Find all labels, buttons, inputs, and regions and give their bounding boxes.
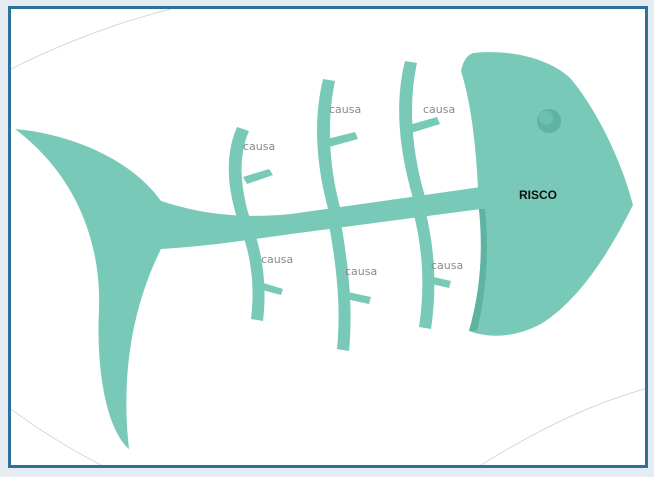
rib-top-1-twig <box>243 169 273 184</box>
fish-spine <box>161 187 481 249</box>
rib-top-2-twig <box>327 132 358 147</box>
cause-label-bottom-1: causa <box>261 253 293 266</box>
cause-label-bottom-2: causa <box>345 265 377 278</box>
rib-top-3-twig <box>409 117 440 133</box>
cause-label-top-2: causa <box>329 103 361 116</box>
cause-label-top-3: causa <box>423 103 455 116</box>
risk-label: RISCO <box>519 188 557 202</box>
fish-tail <box>15 129 189 449</box>
fish-eye-highlight <box>539 111 553 125</box>
rib-top-2 <box>317 79 343 219</box>
rib-bottom-2 <box>329 223 351 351</box>
fishbone-diagram: causa causa causa causa causa causa RISC… <box>11 9 645 465</box>
cause-label-bottom-3: causa <box>431 259 463 272</box>
rib-bottom-1 <box>243 233 265 321</box>
cause-label-top-1: causa <box>243 140 275 153</box>
rib-top-3 <box>399 61 427 205</box>
diagram-frame: causa causa causa causa causa causa RISC… <box>8 6 648 468</box>
